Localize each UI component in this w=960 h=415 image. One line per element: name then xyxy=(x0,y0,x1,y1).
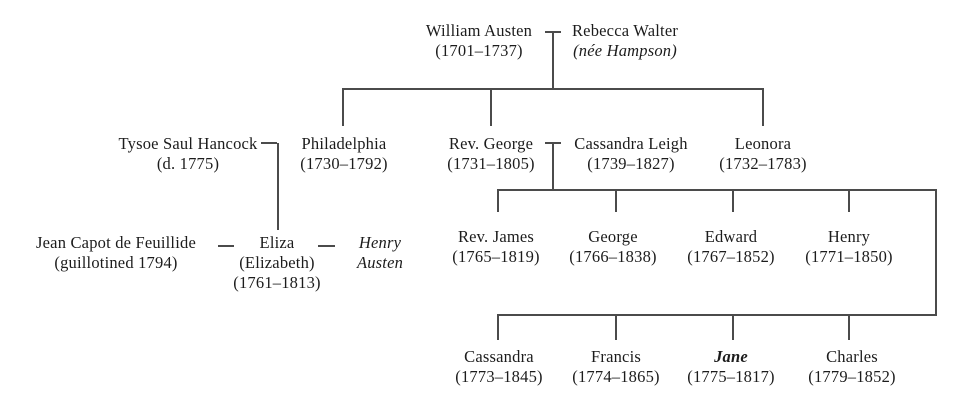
descent-line-william-rebecca xyxy=(552,32,554,88)
drop-line-philadelphia xyxy=(342,88,344,126)
drop-line-henry xyxy=(848,189,850,212)
person-name: Francis xyxy=(591,347,641,366)
person-name: Rebecca Walter xyxy=(571,21,679,40)
sibling-line-generation3b xyxy=(497,314,937,316)
person-dates: (1779–1852) xyxy=(808,367,896,386)
person-henry-austen: Henry Austen xyxy=(357,233,403,273)
person-dates: (1739–1827) xyxy=(587,154,675,173)
person-name: Leonora xyxy=(734,134,792,153)
descent-line-george-cassandra xyxy=(552,143,554,189)
person-name: William Austen xyxy=(425,21,533,40)
person-cassandra-leigh: Cassandra Leigh (1739–1827) xyxy=(574,134,687,174)
person-leonora: Leonora (1732–1783) xyxy=(719,134,806,174)
marriage-line-hancock-philadelphia xyxy=(261,142,277,144)
person-name: Tysoe Saul Hancock xyxy=(118,134,258,153)
person-george: George (1766–1838) xyxy=(569,227,656,267)
person-dates: (1774–1865) xyxy=(572,367,660,386)
drop-line-cassandra xyxy=(497,314,499,340)
drop-line-francis xyxy=(615,314,617,340)
person-name: Jane xyxy=(714,347,748,366)
person-name-line2: Austen xyxy=(356,253,404,272)
drop-line-rev-james xyxy=(497,189,499,212)
person-note: (née Hampson) xyxy=(573,41,677,60)
marriage-line-george-cassandra xyxy=(545,142,561,144)
sibling-line-generation3a xyxy=(497,189,936,191)
person-name: Cassandra xyxy=(464,347,534,366)
person-tysoe-saul-hancock: Tysoe Saul Hancock (d. 1775) xyxy=(119,134,258,174)
person-dates: (d. 1775) xyxy=(156,154,220,173)
person-dates: (1761–1813) xyxy=(233,273,321,292)
drop-line-leonora xyxy=(762,88,764,126)
person-dates: (1766–1838) xyxy=(569,247,657,266)
person-name: Charles xyxy=(826,347,878,366)
person-dates: (1775–1817) xyxy=(687,367,775,386)
person-dates: (1765–1819) xyxy=(452,247,540,266)
person-name: Cassandra Leigh xyxy=(574,134,688,153)
person-edward: Edward (1767–1852) xyxy=(687,227,774,267)
person-cassandra: Cassandra (1773–1845) xyxy=(455,347,542,387)
person-name: George xyxy=(588,227,638,246)
person-rev-george: Rev. George (1731–1805) xyxy=(447,134,534,174)
person-jean-capot-de-feuillide: Jean Capot de Feuillide (guillotined 179… xyxy=(36,233,196,273)
person-dates: (1731–1805) xyxy=(447,154,535,173)
person-name: Rev. George xyxy=(448,134,534,153)
person-name: Rev. James xyxy=(457,227,535,246)
drop-line-george xyxy=(615,189,617,212)
person-eliza: Eliza (Elizabeth) (1761–1813) xyxy=(233,233,320,293)
person-name: Jean Capot de Feuillide xyxy=(36,233,196,252)
wrap-line-right xyxy=(935,189,937,316)
descent-line-hancock-eliza xyxy=(277,143,279,230)
drop-line-edward xyxy=(732,189,734,212)
person-dates: (1732–1783) xyxy=(719,154,807,173)
person-name-line1: Henry xyxy=(358,233,402,252)
person-charles: Charles (1779–1852) xyxy=(808,347,895,387)
person-rev-james: Rev. James (1765–1819) xyxy=(452,227,539,267)
person-francis: Francis (1774–1865) xyxy=(572,347,659,387)
marriage-line-william-rebecca xyxy=(545,31,561,33)
person-name: Eliza xyxy=(259,233,295,252)
person-name: Henry xyxy=(827,227,871,246)
marriage-line-jean-eliza xyxy=(218,245,234,247)
person-william-austen: William Austen (1701–1737) xyxy=(426,21,532,61)
person-jane: Jane (1775–1817) xyxy=(687,347,774,387)
person-dates: (1730–1792) xyxy=(300,154,388,173)
person-name: Philadelphia xyxy=(301,134,387,153)
person-dates: (1701–1737) xyxy=(435,41,523,60)
sibling-line-generation2 xyxy=(342,88,763,90)
person-philadelphia: Philadelphia (1730–1792) xyxy=(300,134,387,174)
person-dates: (1771–1850) xyxy=(805,247,893,266)
person-dates: (1767–1852) xyxy=(687,247,775,266)
person-dates: (guillotined 1794) xyxy=(54,253,178,272)
drop-line-rev-george xyxy=(490,88,492,126)
person-name: Edward xyxy=(704,227,758,246)
drop-line-jane xyxy=(732,314,734,340)
marriage-line-eliza-henry xyxy=(318,245,335,247)
person-rebecca-walter: Rebecca Walter (née Hampson) xyxy=(572,21,678,61)
person-dates: (1773–1845) xyxy=(455,367,543,386)
person-henry: Henry (1771–1850) xyxy=(805,227,892,267)
drop-line-charles xyxy=(848,314,850,340)
person-alias: (Elizabeth) xyxy=(239,253,315,272)
